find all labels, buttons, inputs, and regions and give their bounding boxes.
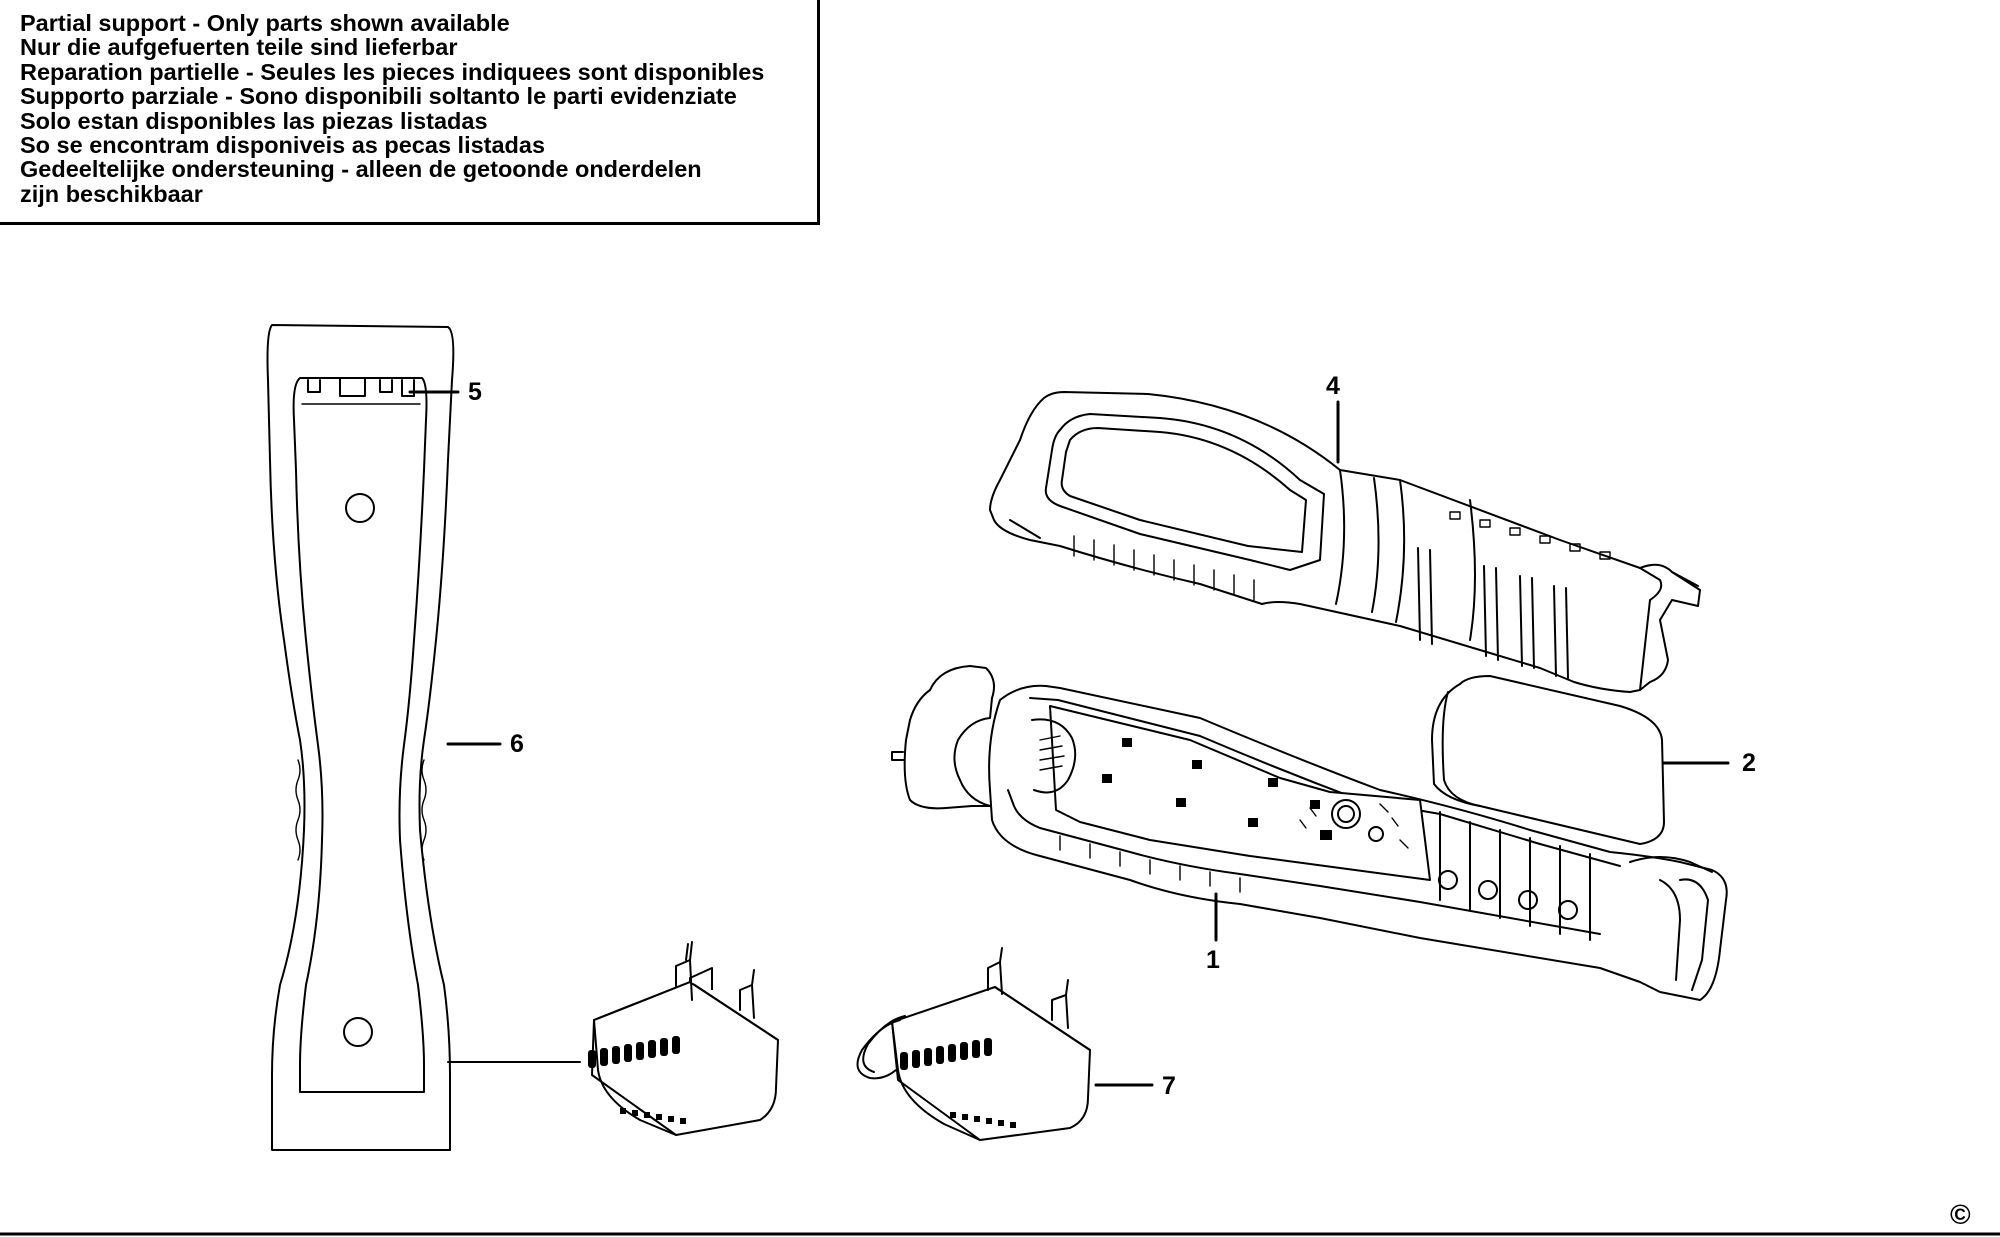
callout-part-4: 4	[1326, 372, 1340, 400]
notice-line-it: Supporto parziale - Sono disponibili sol…	[20, 83, 737, 110]
charger-plug-right	[856, 947, 1091, 1141]
callout-part-6: 6	[510, 730, 524, 758]
notice-line-fr: Reparation partielle - Seules les pieces…	[20, 58, 765, 85]
lamp-top-cover	[989, 391, 1701, 693]
copyright-mark: ©	[1950, 1199, 1971, 1230]
leader-lines	[408, 390, 1730, 1087]
notice-line-de: Nur die aufgefuerten teile sind lieferba…	[20, 34, 458, 61]
notice-line-nl-cont: zijn beschikbaar	[20, 180, 203, 207]
partial-support-notice: Partial support - Only parts shown avail…	[0, 0, 820, 225]
notice-line-es: Solo estan disponibles las piezas listad…	[20, 107, 488, 134]
mounting-hole-bottom	[343, 1017, 373, 1047]
holder-bracket	[266, 324, 455, 1151]
mounting-hole-top	[345, 493, 375, 523]
charger-plug-left	[588, 941, 779, 1136]
battery-pack	[1431, 675, 1665, 845]
notice-line-pt: So se encontram disponiveis as pecas lis…	[20, 132, 546, 159]
callout-part-1: 1	[1206, 946, 1220, 974]
notice-line-nl: Gedeeltelijke ondersteuning - alleen de …	[20, 156, 702, 183]
callout-part-2: 2	[1742, 749, 1756, 777]
lamp-base-housing	[891, 665, 1728, 1001]
notice-line-en: Partial support - Only parts shown avail…	[20, 10, 510, 36]
callout-part-7: 7	[1162, 1072, 1176, 1100]
callout-part-5: 5	[468, 378, 482, 406]
